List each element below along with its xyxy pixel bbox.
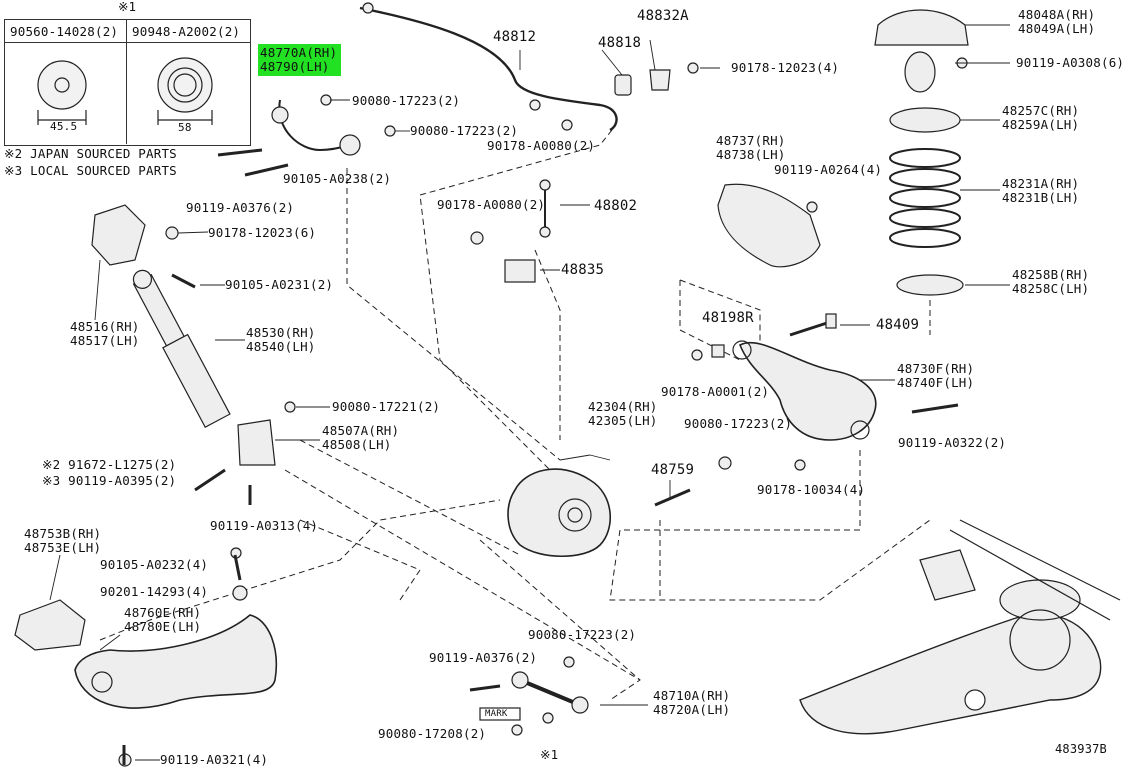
part-label-42304[interactable]: 42304(RH)42305(LH) (588, 399, 658, 428)
legend-box (4, 19, 251, 146)
part-label-48760[interactable]: 48760E(RH)48780E(LH) (124, 605, 202, 634)
part-label-90178-12023-6[interactable]: 90178-12023(6) (208, 225, 317, 240)
part-label-90105-a0238[interactable]: 90105-A0238(2) (283, 171, 392, 186)
part-label-90119-a0322[interactable]: 90119-A0322(2) (898, 435, 1007, 450)
part-label-90119-a0264[interactable]: 90119-A0264(4) (774, 162, 883, 177)
mark-tag: MARK (485, 709, 508, 719)
legend-col2-part[interactable]: 90948-A2002(2) (132, 24, 241, 39)
part-label-48818[interactable]: 48818 (598, 35, 642, 51)
part-label-90080-17223-c[interactable]: 90080-17223(2) (684, 416, 793, 431)
legend-col1-dim: 45.5 (50, 120, 78, 133)
part-label-90119-a0376-b[interactable]: 90119-A0376(2) (429, 650, 538, 665)
part-label-48530[interactable]: 48530(RH)48540(LH) (246, 325, 316, 354)
part-label-90119-a0313[interactable]: 90119-A0313(4) (210, 518, 319, 533)
part-label-48753[interactable]: 48753B(RH)48753E(LH) (24, 526, 102, 555)
part-label-90178-a0080-a[interactable]: 90178-A0080(2) (487, 138, 596, 153)
note-local-sourced: ※3 LOCAL SOURCED PARTS (4, 163, 177, 178)
part-label-91672-l1275[interactable]: ※2 91672-L1275(2) (42, 457, 177, 472)
part-label-48835[interactable]: 48835 (561, 262, 605, 278)
part-label-90119-a0376-a[interactable]: 90119-A0376(2) (186, 200, 295, 215)
part-label-48812[interactable]: 48812 (493, 29, 537, 45)
part-label-90080-17223-b[interactable]: 90080-17223(2) (410, 123, 519, 138)
part-label-48231[interactable]: 48231A(RH)48231B(LH) (1002, 176, 1080, 205)
part-label-48832a[interactable]: 48832A (637, 8, 689, 24)
legend-marker: ※1 (118, 0, 136, 14)
legend-col2-dim: 58 (178, 121, 192, 134)
part-label-90201-14293[interactable]: 90201-14293(4) (100, 584, 209, 599)
part-label-48802[interactable]: 48802 (594, 198, 638, 214)
part-label-90105-a0231[interactable]: 90105-A0231(2) (225, 277, 334, 292)
part-label-48710[interactable]: 48710A(RH)48720A(LH) (653, 688, 731, 717)
part-label-48737[interactable]: 48737(RH)48738(LH) (716, 133, 786, 162)
legend-col1-part[interactable]: 90560-14028(2) (10, 24, 119, 39)
part-label-90178-a0001[interactable]: 90178-A0001(2) (661, 384, 770, 399)
diagram-id: 483937B (1055, 742, 1107, 756)
part-label-90178-12023-4[interactable]: 90178-12023(4) (731, 60, 840, 75)
part-label-48198r[interactable]: 48198R (702, 310, 754, 326)
part-label-90105-a0232[interactable]: 90105-A0232(4) (100, 557, 209, 572)
part-label-48048[interactable]: 48048A(RH)48049A(LH) (1018, 7, 1096, 36)
part-label-48759[interactable]: 48759 (651, 462, 695, 478)
part-label-48770-highlighted[interactable]: 48770A(RH)48790(LH) (258, 44, 342, 76)
part-label-90178-10034[interactable]: 90178-10034(4) (757, 482, 866, 497)
part-label-48409[interactable]: 48409 (876, 317, 920, 333)
mark-note: ※1 (540, 747, 559, 762)
part-label-90119-a0395[interactable]: ※3 90119-A0395(2) (42, 473, 177, 488)
part-label-90119-a0321[interactable]: 90119-A0321(4) (160, 752, 269, 767)
part-label-48730[interactable]: 48730F(RH)48740F(LH) (897, 361, 975, 390)
part-label-90080-17223-a[interactable]: 90080-17223(2) (352, 93, 461, 108)
part-label-90080-17223-d[interactable]: 90080-17223(2) (528, 627, 637, 642)
part-label-90080-17221[interactable]: 90080-17221(2) (332, 399, 441, 414)
part-label-90119-a0308[interactable]: 90119-A0308(6) (1016, 55, 1123, 70)
part-label-90080-17208[interactable]: 90080-17208(2) (378, 726, 487, 741)
part-label-48516[interactable]: 48516(RH)48517(LH) (70, 319, 140, 348)
part-label-90178-a0080-b[interactable]: 90178-A0080(2) (437, 197, 546, 212)
part-label-48507[interactable]: 48507A(RH)48508(LH) (322, 423, 400, 452)
note-japan-sourced: ※2 JAPAN SOURCED PARTS (4, 146, 177, 161)
part-label-48258[interactable]: 48258B(RH)48258C(LH) (1012, 267, 1090, 296)
part-label-48257[interactable]: 48257C(RH)48259A(LH) (1002, 103, 1080, 132)
